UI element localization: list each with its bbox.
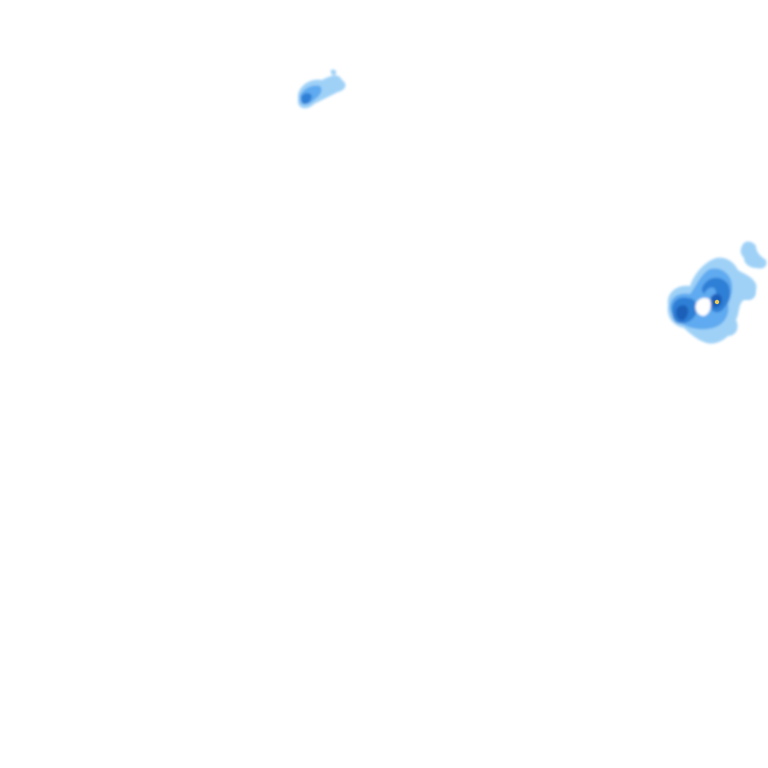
echo-east-strong-ring [701, 277, 731, 313]
echo-east-core-marker [714, 299, 720, 305]
echo-northwest [298, 69, 346, 109]
echo-east-heavy [676, 305, 689, 321]
echo-east-fringe-wisp [740, 241, 767, 269]
echo-east-fringe-strand [734, 282, 756, 300]
echo-northwest-fleck [330, 69, 337, 76]
echo-east-main [667, 257, 757, 344]
echo-northwest-strong [301, 93, 312, 105]
echo-east-fringe [734, 241, 767, 300]
echo-east-hole [695, 297, 711, 316]
